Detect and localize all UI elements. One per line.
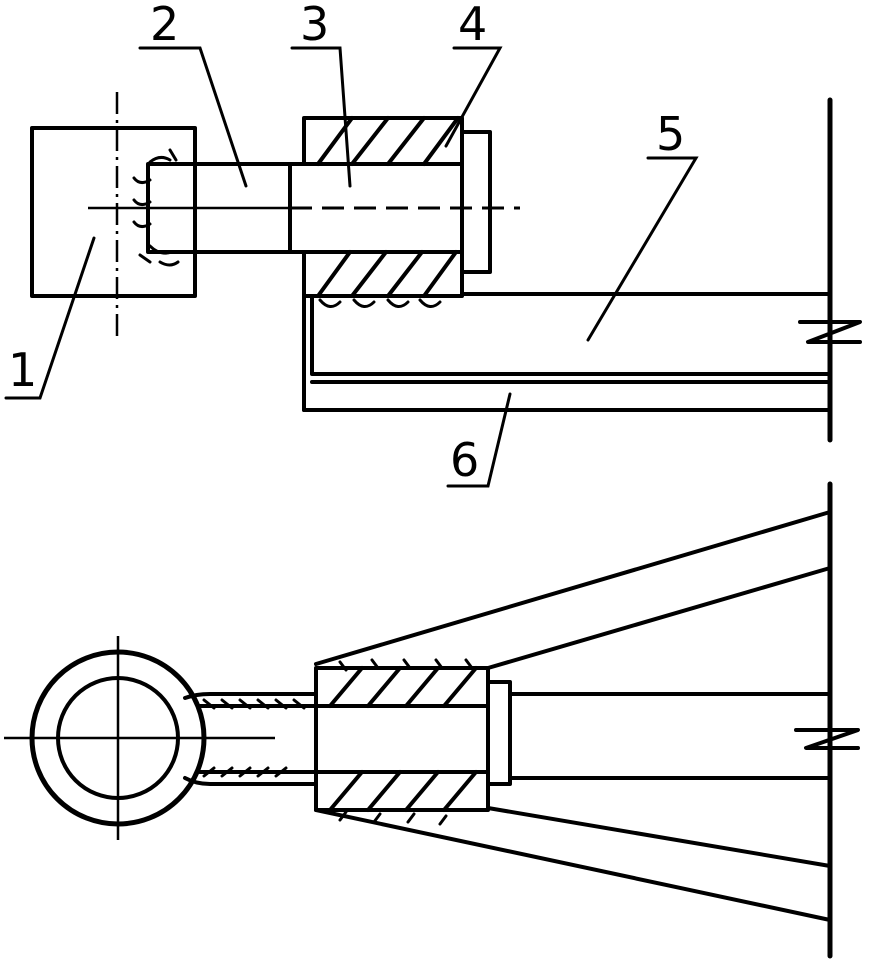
part-1-plate: [30, 126, 197, 298]
callout-3: 3: [300, 0, 329, 51]
break-symbol-bottom: [794, 728, 860, 750]
break-symbol-top: [798, 320, 862, 344]
plan-pin: [268, 704, 318, 774]
callout-1: 1: [8, 343, 37, 397]
sleeve-end-cap: [460, 130, 492, 274]
part-6-plate: [302, 380, 832, 412]
part-5-member: [302, 292, 832, 412]
plan-bar-weld: [202, 698, 306, 778]
plan-lower-flange: [314, 806, 832, 922]
plan-end-cap: [486, 680, 512, 786]
plan-bar: [183, 692, 318, 786]
callout-4: 4: [458, 0, 487, 51]
callout-labels: 1 2 3 4 5 6: [8, 0, 685, 487]
plan-upper-flange: [314, 510, 832, 670]
plan-sleeve: [314, 666, 490, 812]
elevation-view: [30, 92, 862, 443]
sleeve-member-weld: [318, 298, 442, 308]
plate-bar-weld: [132, 148, 180, 267]
plan-member: [508, 692, 832, 780]
callout-2: 2: [150, 0, 179, 51]
leader-lines: [4, 46, 699, 488]
plan-flange-weld: [338, 658, 474, 826]
plan-view: [4, 481, 860, 959]
callout-6: 6: [450, 433, 479, 487]
callout-5: 5: [656, 107, 685, 161]
